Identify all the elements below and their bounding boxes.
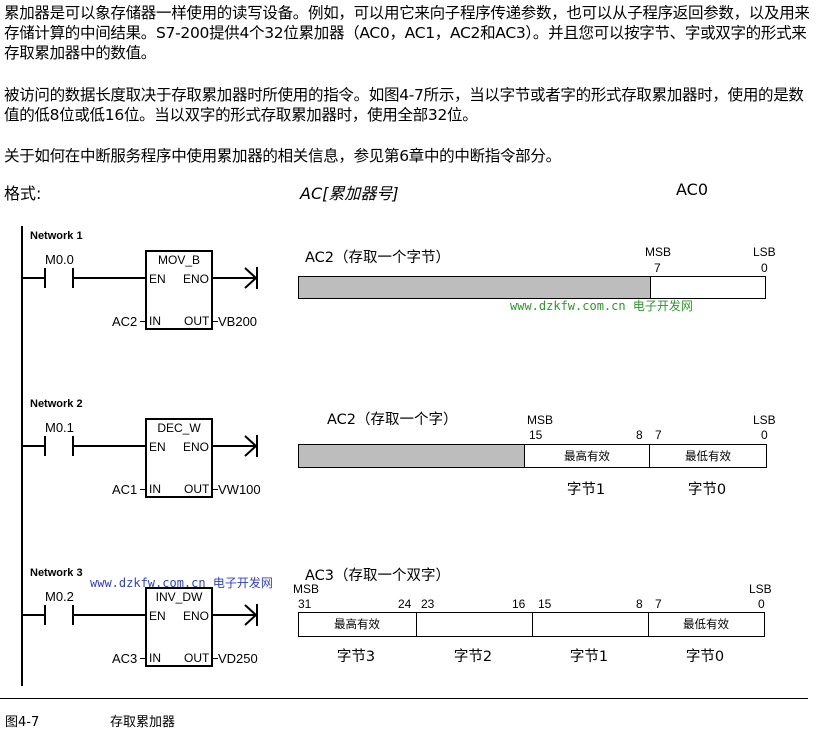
bit-number: 0: [761, 261, 768, 275]
byte-label: 字节1: [566, 482, 606, 498]
network-title: Network 3: [30, 567, 83, 579]
byte-cell: 最低有效: [683, 617, 729, 631]
wire: [74, 277, 145, 279]
byte-cell: 最高有效: [334, 617, 380, 631]
output-operand: VW100: [218, 482, 261, 497]
output-operand: VD250: [218, 651, 258, 666]
msb-label: MSB: [527, 413, 554, 427]
instruction-name: DEC_W: [157, 421, 201, 435]
contact-label: M0.1: [45, 420, 74, 435]
eno-label: ENO: [183, 609, 210, 623]
power-rail: [21, 226, 23, 686]
bit-number: 16: [512, 597, 526, 611]
format-syntax: AC[累加器号]: [300, 184, 399, 203]
format-example: AC0: [676, 180, 709, 199]
contact-label: M0.0: [45, 252, 74, 267]
bit-number: 8: [636, 597, 643, 611]
figure-title: 存取累加器: [110, 715, 176, 729]
wire: [22, 614, 44, 616]
byte-label: 字节1: [569, 649, 609, 665]
wire: [22, 277, 44, 279]
diagram-title: AC3（存取一个双字）: [305, 568, 451, 584]
instruction-name: INV_DW: [155, 590, 203, 604]
in-label: IN: [149, 651, 161, 665]
bit-number: 0: [758, 597, 765, 611]
byte-label: 字节0: [685, 649, 725, 665]
byte-label: 字节3: [336, 649, 376, 665]
bit-number: 7: [654, 261, 661, 275]
instruction-name: MOV_B: [157, 253, 200, 267]
msb-label: MSB: [645, 245, 672, 259]
instruction-box[interactable]: [145, 587, 213, 667]
en-label: EN: [149, 272, 166, 286]
output-operand: VB200: [218, 314, 258, 329]
register-bar: 最高有效 最低有效: [298, 612, 765, 637]
wire: [213, 277, 257, 279]
divider: [0, 698, 808, 699]
out-label: OUT: [184, 314, 210, 328]
coil-arrow-icon: [244, 267, 258, 289]
watermark: www.dzkfw.com.cn 电子开发网: [510, 299, 693, 313]
instruction-box[interactable]: [145, 250, 213, 330]
figure-number: 图4-7: [5, 715, 40, 729]
lsb-label: LSB: [749, 582, 772, 596]
en-label: EN: [149, 440, 166, 454]
bit-number: 24: [398, 597, 412, 611]
diagram-title: AC2（存取一个字）: [327, 412, 458, 428]
out-label: OUT: [184, 482, 210, 496]
bit-number: 15: [538, 597, 552, 611]
bit-number: 7: [655, 428, 662, 442]
wire: [74, 445, 145, 447]
watermark: www.dzkfw.com.cn 电子开发网: [90, 576, 273, 590]
en-label: EN: [149, 609, 166, 623]
wire: [213, 445, 257, 447]
byte-label: 字节0: [687, 482, 727, 498]
byte-cell: 最高有效: [564, 449, 610, 463]
bit-number: 31: [298, 597, 312, 611]
network-title: Network 1: [30, 230, 83, 242]
input-operand: AC2: [112, 314, 138, 329]
paragraph-3: 关于如何在中断服务程序中使用累加器的相关信息，参见第6章中的中断指令部分。: [4, 147, 561, 165]
diagram-title: AC2（存取一个字节）: [305, 250, 451, 266]
byte-label: 字节2: [453, 649, 493, 665]
paragraph-1: 累加器是可以象存储器一样使用的读写设备。例如，可以用它来向子程序传递参数，也可以…: [4, 4, 810, 62]
msb-label: MSB: [293, 582, 320, 596]
lsb-label: LSB: [753, 245, 776, 259]
register-bar: 最高有效 最低有效: [298, 444, 767, 468]
lsb-label: LSB: [753, 413, 776, 427]
format-label: 格式:: [4, 184, 42, 203]
bit-number: 7: [655, 597, 662, 611]
wire: [74, 614, 145, 616]
in-label: IN: [149, 314, 161, 328]
input-operand: AC3: [112, 651, 138, 666]
bit-number: 8: [636, 428, 643, 442]
out-label: OUT: [184, 651, 210, 665]
wire: [213, 614, 257, 616]
network-title: Network 2: [30, 398, 83, 410]
eno-label: ENO: [183, 440, 210, 454]
input-operand: AC1: [112, 482, 138, 497]
byte-cell: 最低有效: [685, 449, 731, 463]
bit-number: 23: [421, 597, 435, 611]
paragraph-2: 被访问的数据长度取决于存取累加器时所使用的指令。如图4-7所示，当以字节或者字的…: [4, 86, 804, 124]
bit-number: 15: [529, 428, 543, 442]
register-bar: [298, 276, 766, 299]
wire: [22, 445, 44, 447]
coil-arrow-icon: [244, 435, 258, 457]
in-label: IN: [149, 482, 161, 496]
bit-number: 0: [761, 428, 768, 442]
coil-arrow-icon: [244, 604, 258, 626]
instruction-box[interactable]: [145, 418, 213, 498]
contact-label: M0.2: [45, 589, 74, 604]
eno-label: ENO: [183, 272, 210, 286]
